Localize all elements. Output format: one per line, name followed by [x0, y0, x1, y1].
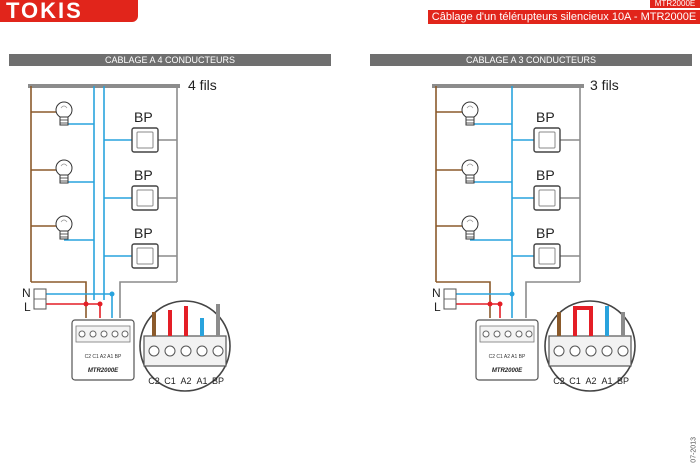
- svg-text:A2: A2: [180, 376, 191, 386]
- svg-text:A1: A1: [196, 376, 207, 386]
- push-button-icon: [533, 243, 561, 269]
- live-label: L: [24, 300, 31, 314]
- push-button-icon: [533, 185, 561, 211]
- svg-text:C2: C2: [148, 376, 160, 386]
- bp-label: BP: [134, 109, 153, 125]
- panel-title-4-wires: CABLAGE A 4 CONDUCTEURS: [9, 54, 331, 66]
- live-label: L: [434, 300, 441, 314]
- lamp-icon: [55, 215, 73, 240]
- bp-label: BP: [536, 167, 555, 183]
- svg-text:A1: A1: [601, 376, 612, 386]
- svg-text:BP: BP: [617, 376, 629, 386]
- bp-label: BP: [536, 109, 555, 125]
- module-name: MTR2000E: [492, 368, 523, 374]
- wiring-diagrams: 4 fils BP BP: [22, 77, 636, 392]
- module-name: MTR2000E: [88, 368, 119, 374]
- bp-label: BP: [536, 225, 555, 241]
- page-subtitle: Câblage d'un télérupteurs silencieux 10A…: [428, 10, 700, 24]
- brand-logo: TOKIS: [0, 0, 138, 22]
- push-button-icon: [131, 243, 159, 269]
- svg-text:C1: C1: [164, 376, 176, 386]
- panel-title-3-wires: CABLAGE A 3 CONDUCTEURS: [370, 54, 692, 66]
- diagram-3-wires: 3 fils BP BP B: [432, 77, 636, 392]
- push-button-icon: [533, 127, 561, 153]
- diagram-4-wires: 4 fils BP BP: [22, 77, 231, 392]
- svg-text:C1: C1: [569, 376, 581, 386]
- svg-text:A2: A2: [585, 376, 596, 386]
- neutral-label: N: [432, 286, 441, 300]
- lamp-icon: [55, 159, 73, 184]
- bus-label: 4 fils: [188, 77, 217, 93]
- bp-label: BP: [134, 167, 153, 183]
- push-button-icon: [131, 185, 159, 211]
- push-button-icon: [131, 127, 159, 153]
- bp-label: BP: [134, 225, 153, 241]
- lamp-icon: [461, 215, 479, 240]
- lamp-icon: [461, 159, 479, 184]
- svg-text:C2: C2: [553, 376, 565, 386]
- module-terminal-labels: C2 C1 A2 A1 BP: [489, 354, 526, 360]
- neutral-label: N: [22, 286, 31, 300]
- svg-text:BP: BP: [212, 376, 224, 386]
- module-terminal-labels: C2 C1 A2 A1 BP: [85, 354, 122, 360]
- model-number: MTR2000E: [650, 0, 700, 8]
- lamp-icon: [55, 101, 73, 126]
- bus-label: 3 fils: [590, 77, 619, 93]
- lamp-icon: [461, 101, 479, 126]
